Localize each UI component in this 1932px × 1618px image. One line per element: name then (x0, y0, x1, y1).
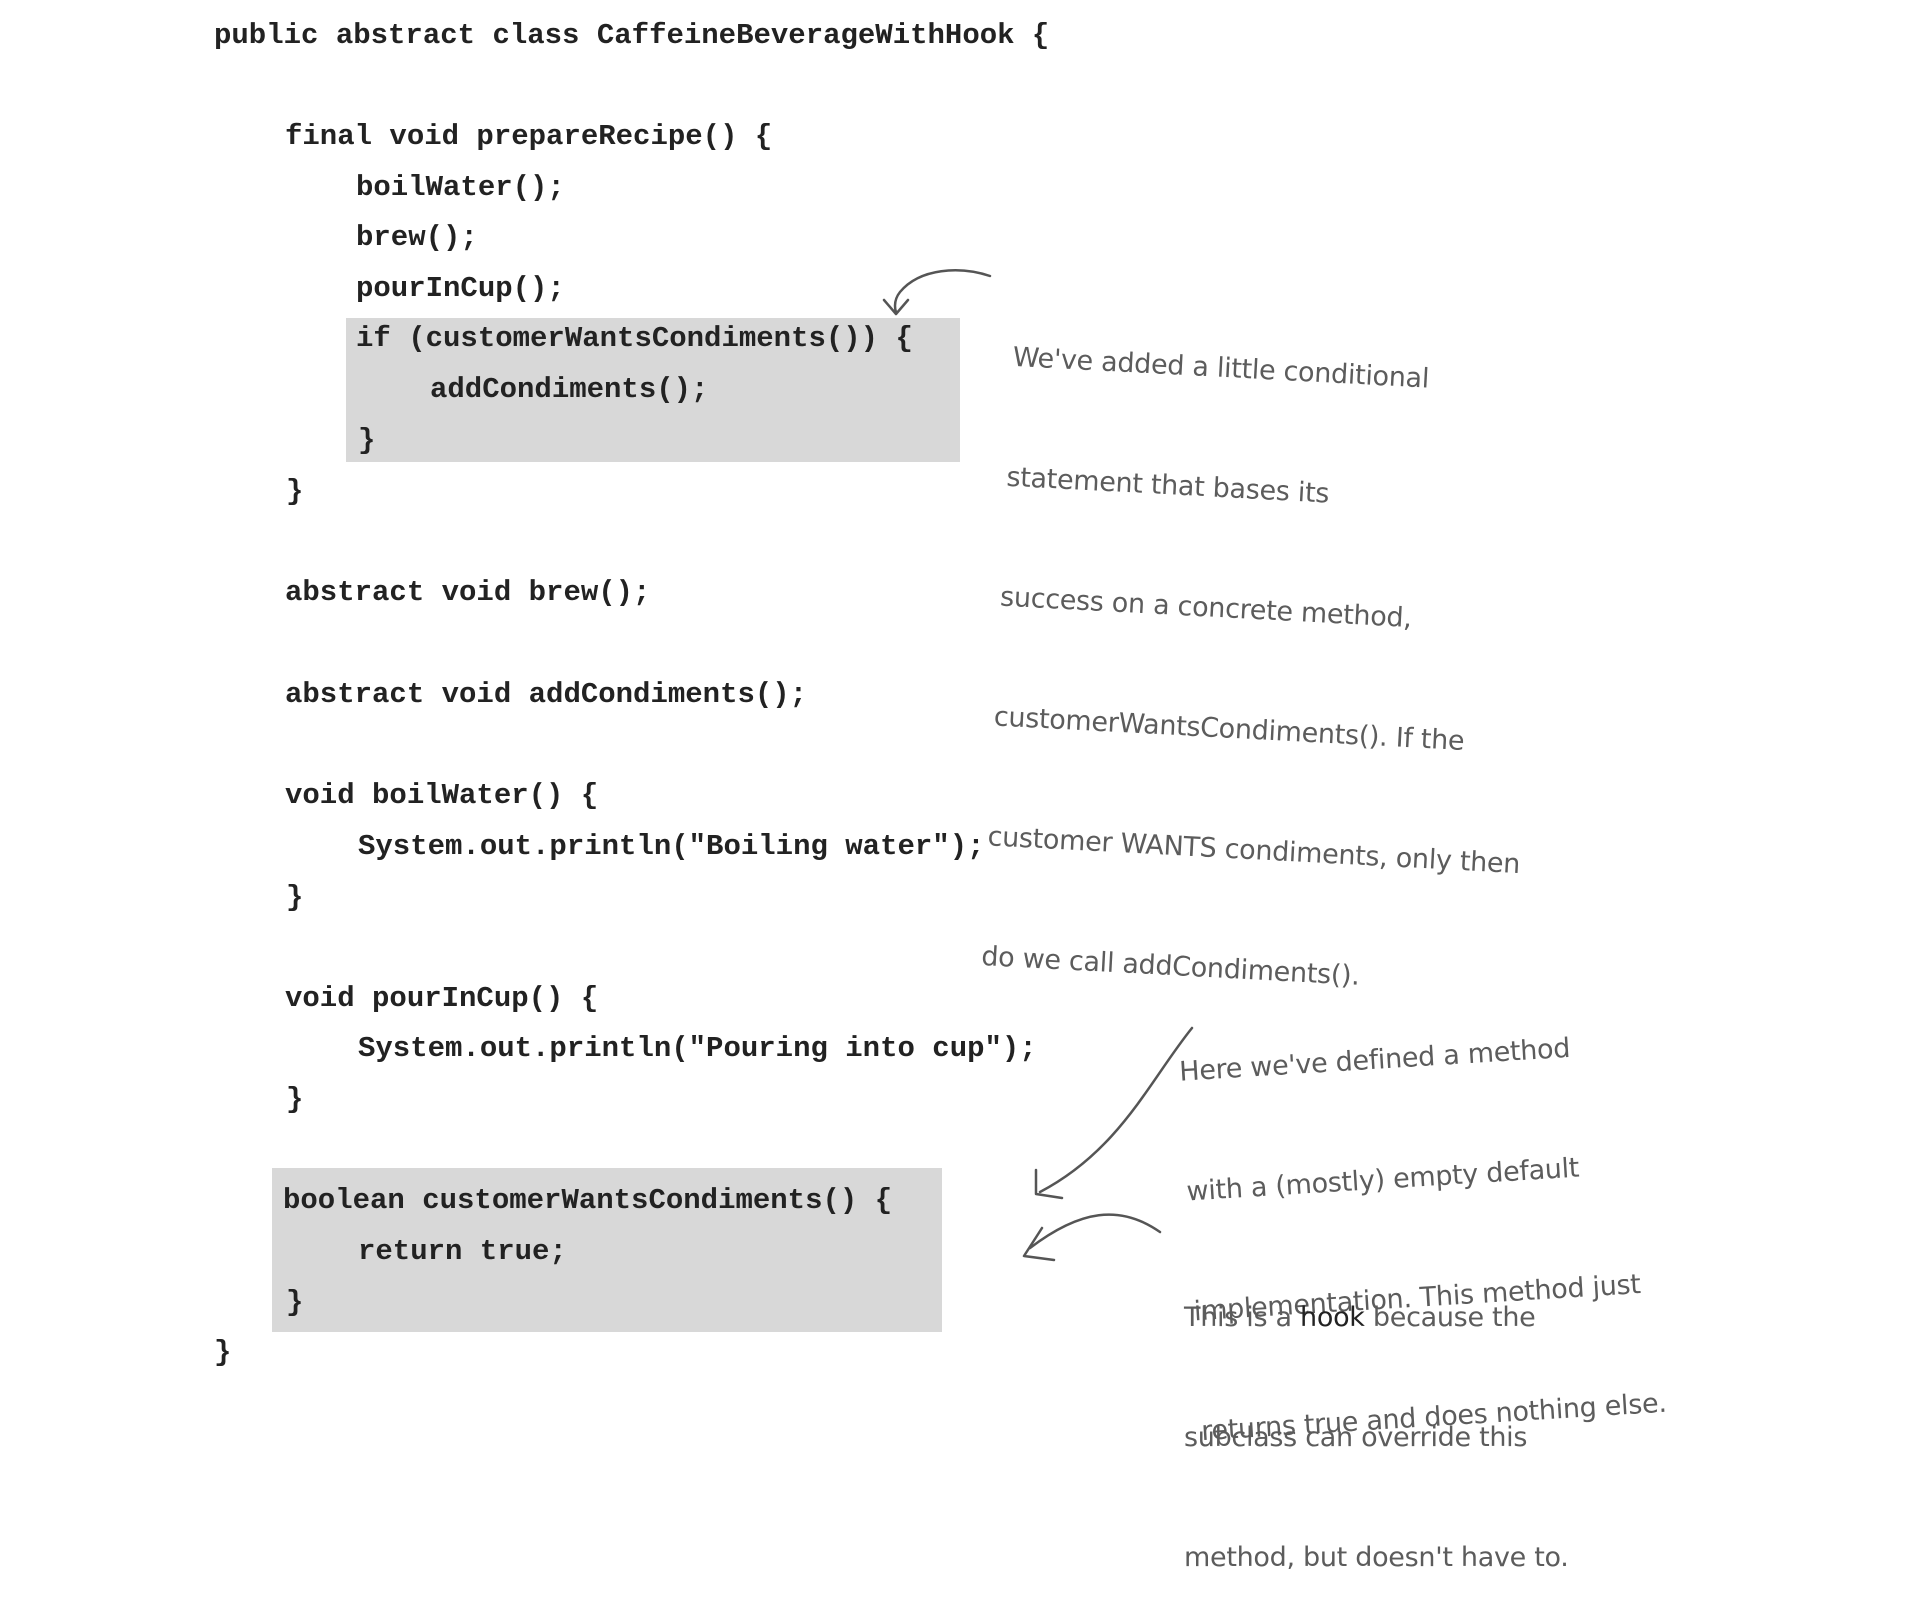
code-line-boil-water-def: void boilWater() { (285, 779, 599, 812)
arrowhead-default-method (1034, 1168, 1064, 1200)
code-line-boil-water-close: } (286, 881, 304, 914)
code-line-abstract-add-condiments: abstract void addCondiments(); (285, 678, 808, 711)
arrowhead-conditional (882, 298, 910, 316)
arrow-to-hook (1028, 1213, 1162, 1250)
annotation-hook-text: This is a (1184, 1302, 1301, 1333)
code-line-boil-water-call: boilWater(); (356, 171, 565, 204)
code-line-println-pouring: System.out.println("Pouring into cup"); (358, 1032, 1037, 1065)
code-line-customer-wants-condiments-def: boolean customerWantsCondiments() { (283, 1184, 893, 1217)
code-line-pour-in-cup-def: void pourInCup() { (285, 982, 599, 1015)
conditional-highlight-box (346, 318, 960, 462)
arrowhead-hook (1022, 1226, 1056, 1262)
code-line-if-condition: if (customerWantsCondiments()) { (356, 322, 913, 355)
annotation-hook-line-3: method, but doesn't have to. (1184, 1542, 1569, 1573)
code-line-pour-in-cup-close: } (286, 1083, 304, 1116)
arrow-to-default-method (1038, 1026, 1194, 1194)
annotation-hook-line-1: This is a hook because the (1184, 1298, 1569, 1338)
code-line-prepare-recipe: final void prepareRecipe() { (285, 120, 773, 153)
code-line-abstract-brew: abstract void brew(); (285, 576, 651, 609)
annotation-hook-text: because the (1364, 1302, 1536, 1333)
code-line-return-true: return true; (358, 1235, 567, 1268)
code-line-add-condiments-call: addCondiments(); (430, 373, 709, 406)
code-line-if-close: } (358, 424, 376, 457)
arrow-to-conditional (893, 269, 992, 314)
code-line-println-boiling: System.out.println("Boiling water"); (358, 830, 985, 863)
annotation-hook-keyword: hook (1300, 1302, 1365, 1333)
hook-method-highlight-box (272, 1168, 942, 1332)
code-line-class-close: } (214, 1336, 232, 1369)
code-line-class-declaration: public abstract class CaffeineBeverageWi… (214, 19, 1050, 52)
code-line-prepare-recipe-close: } (286, 475, 304, 508)
annotation-arrows (882, 269, 1194, 1262)
code-line-hook-close: } (286, 1286, 304, 1319)
code-line-brew-call: brew(); (356, 221, 478, 254)
annotation-hook-line-2: subclass can override this (1184, 1422, 1528, 1453)
code-line-pour-in-cup-call: pourInCup(); (356, 272, 565, 305)
